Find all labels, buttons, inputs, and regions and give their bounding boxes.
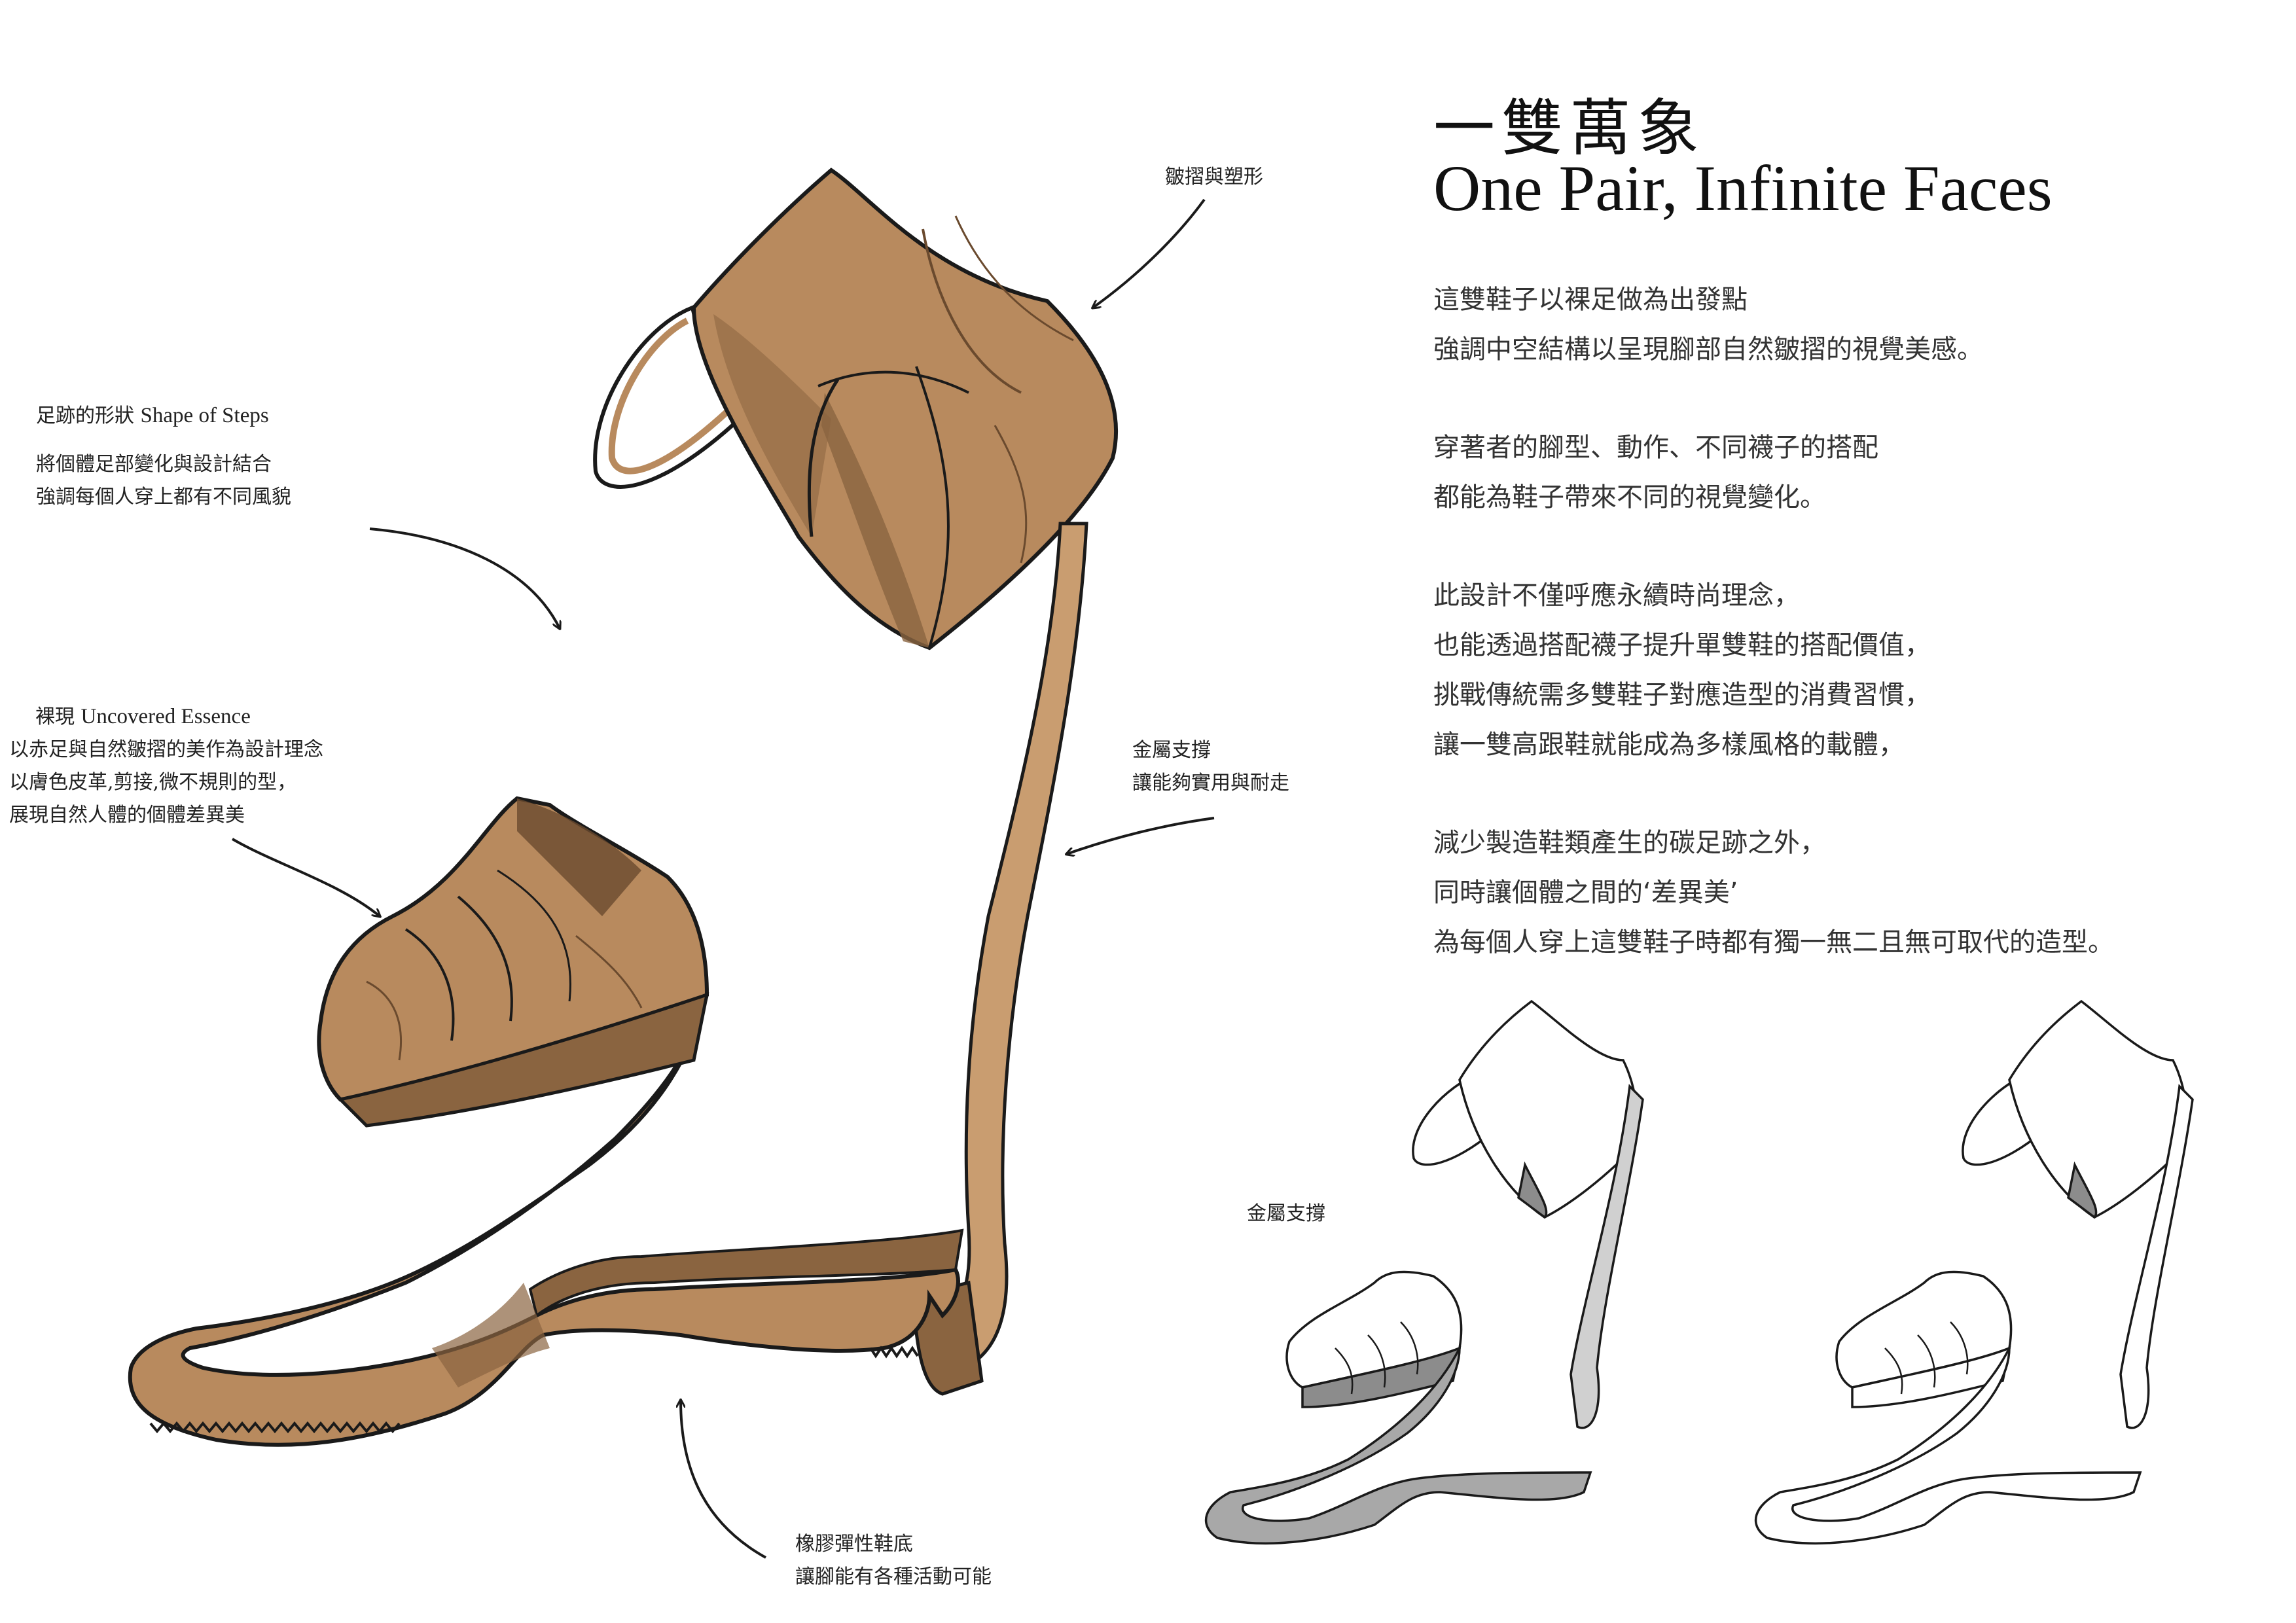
annotation-uncovered-essence: 裸現 Uncovered Essence 以赤足與自然皺摺的美作為設計理念 以膚… [9, 700, 323, 832]
annotation-folds-label: 皺摺與塑形 [1165, 166, 1263, 188]
description-line: 挑戰傳統需多雙鞋子對應造型的消費習慣， [1433, 680, 1931, 710]
description-line: 此設計不僅呼應永續時尚理念， [1433, 580, 1800, 611]
annotation-line: 將個體足部變化與設計結合 [36, 453, 272, 476]
arrow-uncovered-essence [231, 838, 380, 916]
heel-cup [691, 168, 1119, 651]
annotation-line: 讓能夠實用與耐走 [1132, 772, 1289, 794]
annotation-heading: 裸現 Uncovered Essence [9, 700, 323, 734]
heading-zh: 裸現 [35, 705, 75, 728]
annotation-arrows [231, 198, 1215, 1559]
small-shoe-line [1754, 999, 2194, 1545]
annotation-label: 金屬支撐 [1247, 1202, 1325, 1225]
annotation-folds: 皺摺與塑形 [1165, 161, 1263, 194]
heading-zh: 足跡的形狀 [36, 404, 134, 427]
annotation-metal-support: 金屬支撐 讓能夠實用與耐走 [1132, 734, 1289, 800]
annotation-line: 以赤足與自然皺摺的美作為設計理念 [9, 738, 323, 761]
metal-support [940, 522, 1088, 1364]
annotation-label: 金屬支撐 [1132, 739, 1211, 762]
annotation-line: 展現自然人體的個體差異美 [9, 804, 245, 827]
heading-en: Uncovered Essence [81, 705, 251, 728]
rubber-sole [128, 994, 960, 1447]
description-line: 為每個人穿上這雙鞋子時都有獨一無二且無可取代的造型。 [1433, 927, 2114, 957]
small-shoe-gray [1204, 999, 1644, 1545]
description-paragraph-1: 這雙鞋子以裸足做為出發點 強調中空結構以呈現腳部自然皺摺的視覺美感。 [1433, 275, 2258, 374]
description-line: 讓一雙高跟鞋就能成為多樣風格的載體， [1433, 730, 1905, 760]
annotation-metal-support-small: 金屬支撐 [1247, 1198, 1325, 1230]
description-line: 也能透過搭配襪子提升單雙鞋的搭配價值， [1433, 630, 1931, 660]
annotation-shape-of-steps: 足跡的形狀 Shape of Steps 將個體足部變化與設計結合 強調每個人穿… [36, 399, 291, 514]
title-chinese: 一雙萬象 [1433, 93, 1706, 164]
description-line: 強調中空結構以呈現腳部自然皺摺的視覺美感。 [1433, 334, 1983, 365]
annotation-line: 讓腳能有各種活動可能 [795, 1565, 992, 1588]
annotation-line: 以膚色皮革,剪接,微不規則的型， [9, 771, 297, 794]
description-line: 減少製造鞋類產生的碳足跡之外， [1433, 828, 1826, 858]
description-line: 都能為鞋子帶來不同的視覺變化。 [1433, 482, 1826, 512]
arrow-rubber-sole [681, 1400, 766, 1559]
arrow-metal-support [1067, 817, 1215, 854]
heading-en: Shape of Steps [140, 404, 269, 427]
title-english: One Pair, Infinite Faces [1433, 152, 2053, 224]
annotation-heading: 足跡的形狀 Shape of Steps [36, 399, 291, 433]
description-line: 這雙鞋子以裸足做為出發點 [1433, 285, 1748, 315]
arrow-folds [1093, 198, 1206, 308]
description-line: 穿著者的腳型、動作、不同襪子的搭配 [1433, 433, 1878, 463]
description-line: 同時讓個體之間的‘差異美’ [1433, 878, 1738, 908]
annotation-label: 橡膠彈性鞋底 [795, 1533, 913, 1556]
annotation-line: 強調每個人穿上都有不同風貌 [36, 486, 291, 508]
description-paragraph-4: 減少製造鞋類產生的碳足跡之外， 同時讓個體之間的‘差異美’ 為每個人穿上這雙鞋子… [1433, 818, 2258, 967]
arrow-shape-of-steps [369, 527, 560, 628]
description-paragraph-2: 穿著者的腳型、動作、不同襪子的搭配 都能為鞋子帶來不同的視覺變化。 [1433, 423, 2258, 522]
description-paragraph-3: 此設計不僅呼應永續時尚理念， 也能透過搭配襪子提升單雙鞋的搭配價值， 挑戰傳統需… [1433, 571, 2258, 770]
annotation-rubber-sole: 橡膠彈性鞋底 讓腳能有各種活動可能 [795, 1528, 992, 1594]
description: 這雙鞋子以裸足做為出發點 強調中空結構以呈現腳部自然皺摺的視覺美感。 穿著者的腳… [1433, 275, 2258, 1016]
main-shoe-illustration [128, 168, 1119, 1447]
